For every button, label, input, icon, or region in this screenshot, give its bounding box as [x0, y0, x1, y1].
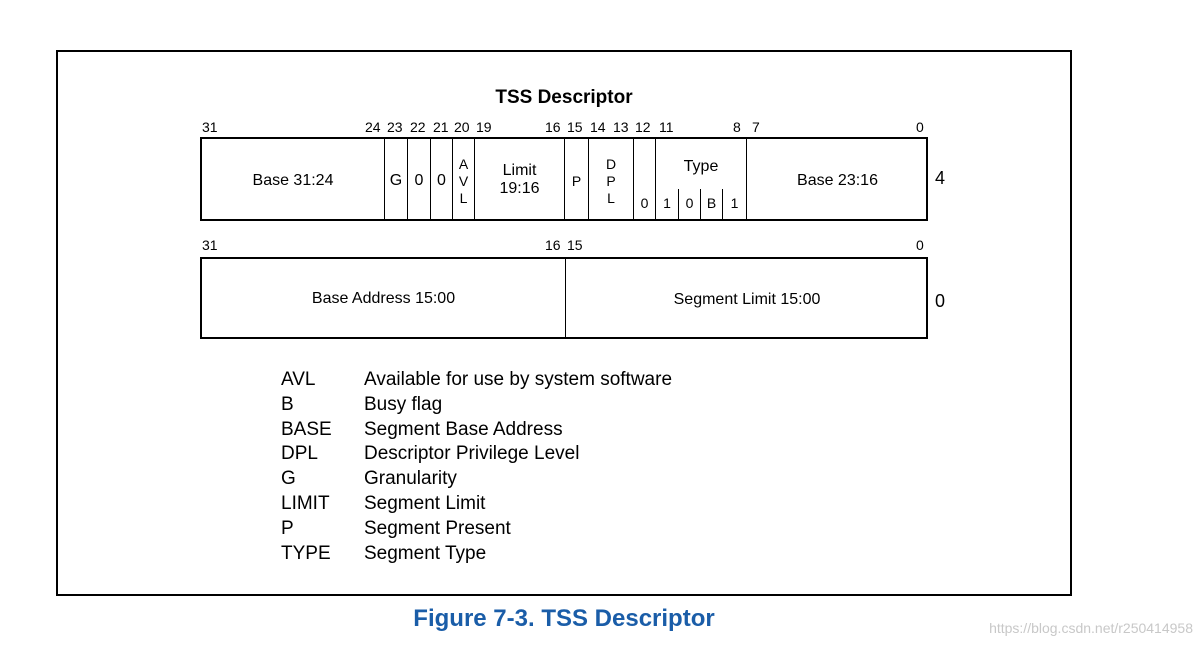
legend-item: TYPE Segment Type [281, 542, 672, 567]
bit-label: 13 [613, 119, 629, 135]
legend-desc: Segment Present [364, 517, 511, 539]
avl-letter: A [458, 156, 469, 172]
field-divider [452, 139, 453, 219]
type-busy-bit: B [706, 195, 717, 211]
row-index-0: 0 [935, 291, 946, 311]
bit-label: 20 [454, 119, 470, 135]
figure-frame [56, 50, 1072, 596]
legend-key: P [281, 517, 294, 539]
bit-label: 16 [545, 119, 561, 135]
legend-desc: Segment Base Address [364, 418, 563, 440]
bit-label: 8 [733, 119, 741, 135]
descriptor-low-dword: Base Address 15:00 Segment Limit 15:00 [200, 257, 928, 339]
legend-item: LIMIT Segment Limit [281, 492, 672, 517]
bit-label: 21 [433, 119, 449, 135]
avl-letter: V [458, 173, 469, 189]
bit-label: 22 [410, 119, 426, 135]
legend-item: DPL Descriptor Privilege Level [281, 442, 672, 467]
bit-label: 14 [590, 119, 606, 135]
legend-desc: Available for use by system software [364, 369, 673, 390]
bit-label: 0 [916, 119, 924, 135]
type-label: Type [683, 158, 719, 175]
legend-key: B [281, 393, 294, 415]
legend-desc: Busy flag [364, 393, 443, 415]
row-index-4: 4 [935, 168, 946, 188]
type-bit-11: 1 [663, 195, 671, 211]
reserved-bit-21: 0 [437, 172, 446, 189]
legend-item: BASE Segment Base Address [281, 418, 672, 443]
avl-field: A V L [453, 156, 474, 207]
legend-desc: Descriptor Privilege Level [364, 443, 580, 465]
legend-item: B Busy flag [281, 393, 672, 418]
bit-label: 31 [202, 119, 218, 135]
dpl-letter: D [605, 156, 617, 172]
legend-key: G [281, 468, 296, 490]
granularity-field: G [389, 172, 403, 189]
base-31-24-field: Base 31:24 [252, 172, 334, 189]
bit-label: 19 [476, 119, 492, 135]
legend-desc: Segment Limit [364, 492, 486, 514]
base-23-16-field: Base 23:16 [797, 172, 878, 189]
bit-label: 15 [567, 119, 583, 135]
field-divider [722, 189, 723, 219]
legend-key: TYPE [281, 542, 331, 564]
legend-key: LIMIT [281, 492, 330, 514]
limit-19-16-field: Limit 19:16 [475, 162, 564, 198]
watermark-text: https://blog.csdn.net/r250414958 [989, 620, 1193, 636]
present-field: P [571, 173, 582, 189]
dpl-letter: L [607, 190, 615, 206]
bit-label: 7 [752, 119, 760, 135]
field-divider [588, 139, 589, 219]
field-divider [565, 259, 566, 337]
legend-item: G Granularity [281, 467, 672, 492]
bit-label: 12 [635, 119, 651, 135]
field-divider [407, 139, 408, 219]
field-divider [746, 139, 747, 219]
segment-limit-15-00-field: Segment Limit 15:00 [673, 291, 821, 308]
legend-key: DPL [281, 443, 318, 465]
bit-label: 31 [202, 237, 218, 253]
legend-desc: Segment Type [364, 542, 487, 564]
field-divider [474, 139, 475, 219]
bit-label: 24 [365, 119, 381, 135]
field-divider [384, 139, 385, 219]
legend-item: P Segment Present [281, 517, 672, 542]
diagram-title: TSS Descriptor [495, 87, 633, 108]
dpl-field: D P L [589, 156, 633, 207]
field-divider [700, 189, 701, 219]
legend-item: AVL Available for use by system software [281, 368, 672, 393]
limit-range: 19:16 [499, 180, 540, 197]
legend-key: AVL [281, 369, 316, 390]
base-address-15-00-field: Base Address 15:00 [311, 290, 456, 307]
reserved-bit-22: 0 [414, 172, 424, 189]
bit-label: 11 [659, 119, 674, 135]
field-divider [678, 189, 679, 219]
bit-label: 16 [545, 237, 561, 253]
field-divider [430, 139, 431, 219]
figure-caption: Figure 7-3. TSS Descriptor [413, 605, 715, 632]
s-bit-field: 0 [640, 195, 649, 211]
bit-label: 0 [916, 237, 924, 253]
field-divider [633, 139, 634, 219]
type-bit-8: 1 [730, 195, 739, 211]
type-bit-10: 0 [685, 195, 694, 211]
bit-label: 15 [567, 237, 583, 253]
descriptor-high-dword: Base 31:24 G 0 0 A V L Limit 19:16 P D P… [200, 137, 928, 221]
dpl-letter: P [606, 173, 616, 189]
legend-desc: Granularity [364, 468, 457, 490]
avl-letter: L [459, 190, 468, 206]
field-divider [655, 139, 656, 219]
bit-label: 23 [387, 119, 403, 135]
legend-key: BASE [281, 418, 332, 440]
field-divider [564, 139, 565, 219]
limit-label: Limit [502, 162, 537, 179]
